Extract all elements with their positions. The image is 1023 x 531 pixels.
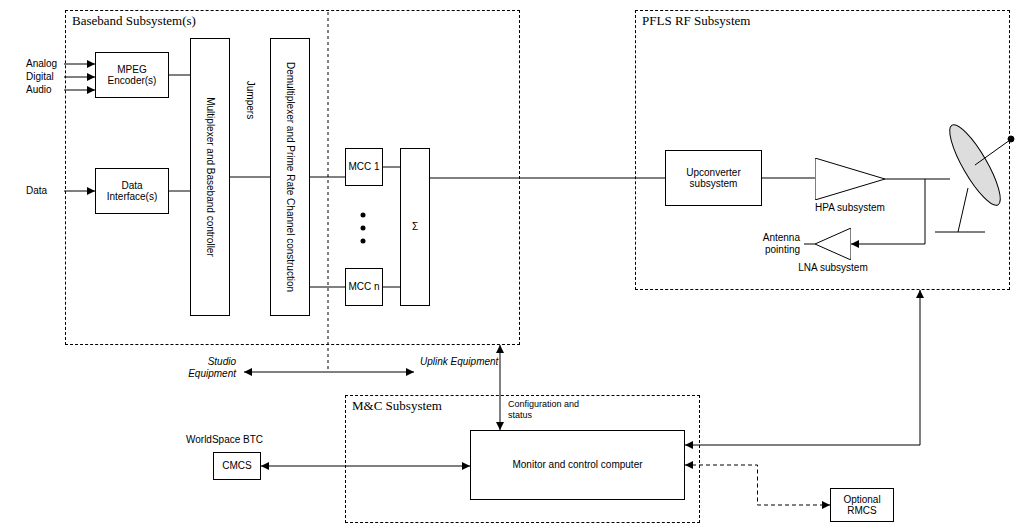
encoder-box: MPEG Encoder(s) [95, 52, 169, 98]
divider-line [328, 12, 329, 372]
antenna-stand [958, 188, 968, 232]
interface-box: Data Interface(s) [95, 168, 169, 214]
amplifier-symbol [815, 158, 885, 200]
signal-line [762, 178, 815, 179]
signal-line [383, 287, 400, 288]
box-label: Σ [412, 221, 418, 233]
antenna-feed [1008, 136, 1014, 142]
signal-line [169, 75, 190, 76]
amplifier-triangle: LNA subsystem [815, 228, 851, 260]
amplifier-outline [815, 158, 885, 200]
jumper-label: Jumpers [244, 65, 256, 135]
signal-line [230, 177, 270, 178]
mcc-box: MCC n [345, 268, 383, 306]
text-label: WorldSpace BTC [186, 434, 296, 446]
input-wire [64, 64, 95, 65]
combiner-box: Σ [400, 148, 430, 306]
box-label: Upconverter subsystem [668, 167, 759, 190]
amplifier-outline [815, 228, 851, 260]
signal-line [383, 167, 400, 168]
feed-wire [925, 179, 926, 244]
mcc-box: MCC 1 [345, 148, 383, 186]
edge-label: Configuration and status [508, 399, 598, 421]
box-label: MPEG Encoder(s) [98, 64, 166, 87]
box-label: HPA subsystem [814, 202, 886, 214]
text-label: Studio Equipment [166, 356, 236, 380]
box-label: Multiplexer and Baseband controller [204, 44, 216, 310]
multiplexer-box: Multiplexer and Baseband controller [190, 38, 230, 316]
text-label: Analog [26, 58, 64, 70]
text-label: Antenna pointing [742, 232, 800, 256]
cmcs-box: CMCS [213, 452, 261, 480]
ellipsis-dot [361, 239, 366, 244]
signal-line [310, 287, 345, 288]
text-label: Audio [26, 84, 64, 96]
text-label: Data [26, 185, 64, 197]
box-label: LNA subsystem [797, 262, 869, 274]
region-heading: PFLS RF Subsystem [642, 14, 750, 29]
antenna-feed [975, 140, 1010, 165]
box-label: Optional RMCS [833, 494, 891, 517]
antenna-stand [935, 232, 985, 233]
box-label: MCC 1 [348, 161, 379, 173]
input-wire [64, 191, 95, 192]
text-label: Digital [26, 71, 64, 83]
signal-line [500, 345, 501, 430]
subsystem-region: MPEG Encoder(s) Data Interface(s) Multiple… [65, 10, 520, 345]
input-wire [64, 90, 95, 91]
box-label: CMCS [222, 460, 251, 472]
region-heading: M&C Subsystem [352, 399, 442, 414]
signal-line [169, 191, 190, 192]
signal-line [261, 466, 470, 467]
box-label: Monitor and control computer [512, 459, 642, 471]
amplifier-symbol [815, 228, 851, 260]
optional-link [685, 465, 830, 505]
signal-line [685, 290, 920, 445]
box-label: Demultiplexer and Prime Rate Channel con… [284, 44, 296, 310]
amplifier-triangle: HPA subsystem [815, 158, 885, 200]
feed-wire [851, 244, 925, 245]
region-heading: Baseband Subsystem(s) [72, 14, 196, 29]
ellipsis-dot [361, 213, 366, 218]
ellipsis-dot [361, 226, 366, 231]
feed-wire [885, 179, 950, 180]
box-label: MCC n [348, 281, 379, 293]
computer-box: Monitor and control computer [470, 430, 685, 500]
subsystem-region: Upconverter subsystemHPA subsystemLNA su… [635, 10, 1010, 290]
upconverter-box: Upconverter subsystem [665, 150, 762, 206]
rmcs-box: Optional RMCS [830, 488, 894, 522]
text-label: Uplink Equipment [420, 356, 504, 368]
equipment-arrow [244, 372, 414, 373]
signal-line [430, 178, 665, 179]
demultiplexer-box: Demultiplexer and Prime Rate Channel con… [270, 38, 310, 316]
input-wire [64, 77, 95, 78]
pointing-wire [804, 244, 815, 245]
box-label: Data Interface(s) [98, 180, 166, 203]
signal-line [310, 177, 345, 178]
